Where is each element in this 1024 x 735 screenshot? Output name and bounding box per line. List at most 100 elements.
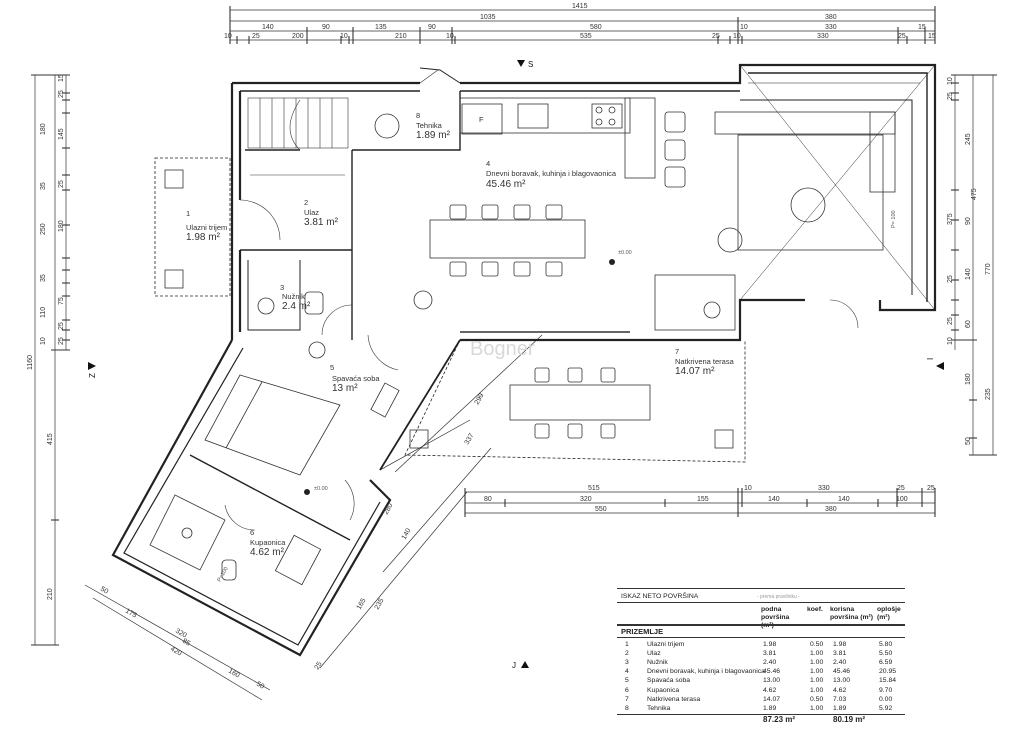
- room-4-number: 4: [486, 159, 490, 168]
- table-cell-name: Natkrivena terasa: [647, 695, 701, 703]
- dim-left-10: 75: [58, 297, 65, 305]
- table-cell-n: 2: [625, 650, 629, 658]
- compass-east: I: [926, 358, 935, 360]
- table-cell-korisna: 1.89: [833, 704, 847, 712]
- compass-west: Z: [88, 373, 97, 378]
- table-cell-opl: 0.00: [879, 695, 893, 703]
- table-cell-name: Ulaz: [647, 650, 661, 658]
- dim-left-12: 25: [58, 322, 65, 330]
- table-cell-koef: 1.00: [810, 704, 824, 712]
- dim-bottom-3: 330: [818, 485, 830, 492]
- watermark: Bogner: [470, 338, 535, 360]
- dim-top-b: 380: [825, 14, 837, 21]
- dim-diag-2: 337: [464, 432, 476, 446]
- dim-top-d5: 210: [395, 33, 407, 40]
- dim-right-12: 180: [965, 373, 972, 385]
- dim-top-d8: 25: [712, 33, 720, 40]
- dim-left-8: 180: [58, 220, 65, 232]
- table-cell-podna: 4.62: [763, 686, 777, 694]
- dim-left-4: 145: [58, 128, 65, 140]
- room-1-area: 1.98 m²: [186, 232, 221, 243]
- room-2-area: 3.81 m²: [304, 217, 339, 228]
- table-cell-opl: 5.50: [879, 650, 893, 658]
- table-cell-opl: 15.84: [879, 677, 897, 685]
- fridge-label: F: [479, 115, 484, 124]
- dim-diag-9: 175: [124, 608, 138, 620]
- table-cell-opl: 20.95: [879, 668, 897, 676]
- table-cell-koef: 1.00: [810, 686, 824, 694]
- dim-right-5: 90: [965, 217, 972, 225]
- building-walls: [111, 63, 937, 657]
- table-cell-koef: 0.50: [810, 695, 824, 703]
- dim-top-d11: 25: [898, 33, 906, 40]
- dim-diag-13: 160: [227, 668, 241, 680]
- dim-left-overall: 1160: [27, 355, 34, 370]
- table-cell-korisna: 3.81: [833, 650, 847, 658]
- dim-right-overall: 770: [985, 263, 992, 275]
- table-cell-opl: 6.59: [879, 659, 893, 667]
- dim-right-4: 375: [947, 213, 954, 225]
- terrace-table: [164, 169, 734, 449]
- dim-top-d7: 535: [580, 33, 592, 40]
- dim-left-1: 15: [58, 74, 65, 82]
- room-5-name: Spavaća soba: [332, 374, 380, 383]
- table-cell-opl: 5.92: [879, 704, 893, 712]
- staircase: [247, 97, 349, 176]
- table-cell-korisna: 45.46: [833, 668, 851, 676]
- table-cell-podna: 14.07: [763, 695, 781, 703]
- dim-diag-1: 299: [474, 392, 486, 406]
- room-7-area: 14.07 m²: [675, 366, 715, 377]
- dim-diag-4: 140: [401, 527, 413, 541]
- table-cell-name: Ulazni trijem: [647, 641, 685, 648]
- dim-diag-8: 50: [99, 586, 109, 596]
- room-7-number: 7: [675, 347, 679, 356]
- dim-top-c3: 135: [375, 24, 387, 31]
- table-cell-name: Spavaća soba: [647, 677, 691, 685]
- room-2-name: Ulaz: [304, 208, 319, 217]
- dim-top-d3: 200: [292, 33, 304, 40]
- dim-left-9: 35: [40, 274, 47, 282]
- dim-left-14: 25: [58, 337, 65, 345]
- table-cell-podna: 2.40: [763, 659, 777, 667]
- table-cell-korisna: 1.98: [833, 641, 847, 648]
- table-cell-n: 3: [625, 659, 629, 667]
- dim-bottom-1: 515: [588, 485, 600, 492]
- dim-top-d4: 10: [340, 33, 348, 40]
- table-cell-name: Tehnika: [647, 704, 671, 712]
- dim-top-c5: 580: [590, 24, 602, 31]
- table-cell-podna: 45.46: [763, 668, 781, 676]
- table-cell-podna: 13.00: [763, 677, 781, 685]
- table-subtitle: - prema pravilniku -: [757, 594, 800, 600]
- room-8-area: 1.89 m²: [416, 130, 451, 141]
- dim-top-c6: 10: [740, 24, 748, 31]
- table-cell-podna: 3.81: [763, 650, 777, 658]
- dim-left-a: 415: [47, 433, 54, 445]
- room-1-name: Ulazni trijem: [186, 223, 227, 232]
- right-dimension-lines: [951, 74, 997, 456]
- dim-left-5: 25: [58, 180, 65, 188]
- table-cell-korisna: 13.00: [833, 677, 851, 685]
- dim-top-d1: 10: [224, 33, 232, 40]
- bathroom-fixtures: [149, 103, 503, 586]
- table-title: ISKAZ NETO POVRŠINA: [621, 593, 699, 600]
- dim-bottom-7: 320: [580, 496, 592, 503]
- dim-bottom-4: 25: [897, 485, 905, 492]
- table-cell-n: 4: [625, 668, 629, 676]
- room-8-number: 8: [416, 111, 420, 120]
- room-2-number: 2: [304, 198, 308, 207]
- table-cell-korisna: 7.03: [833, 695, 847, 703]
- room-6-area: 4.62 m²: [250, 547, 285, 558]
- dim-right-11: 10: [947, 337, 954, 345]
- table-cell-podna: 1.89: [763, 704, 777, 712]
- header-korisna: korisna površina (m²): [830, 606, 874, 621]
- table-cell-n: 5: [625, 677, 629, 685]
- kitchen-counter: [459, 97, 686, 188]
- header-koef: koef.: [807, 606, 823, 613]
- table-cell-podna: 1.98: [763, 641, 777, 648]
- dim-diag-5: 165: [356, 597, 368, 611]
- level-mark-living: ±0.00: [618, 250, 632, 256]
- table-cell-koef: 1.00: [810, 650, 824, 658]
